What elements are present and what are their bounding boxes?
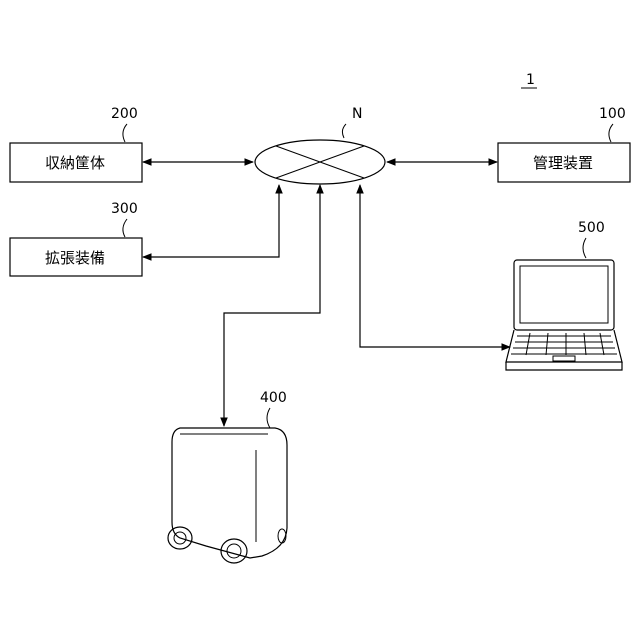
storage-enclosure: 収納筐体 200 — [10, 106, 142, 182]
laptop-ref: 500 — [578, 220, 605, 236]
robot-wheel-rear — [278, 529, 286, 543]
transport-robot: 400 — [168, 390, 287, 563]
expansion-leader — [123, 219, 127, 237]
laptop-touchpad — [553, 356, 575, 361]
network-label: N — [352, 106, 362, 122]
link-network-laptop — [360, 185, 510, 347]
expansion-ref: 300 — [111, 201, 138, 217]
management-device: 管理装置 100 — [498, 106, 630, 182]
network-leader — [342, 124, 346, 138]
laptop-leader — [583, 238, 586, 258]
manager-ref: 100 — [599, 106, 626, 122]
network-node: N — [255, 106, 385, 184]
figure-number: 1 — [526, 72, 535, 88]
robot-leader — [267, 408, 270, 428]
expansion-equipment: 拡張装備 300 — [10, 201, 142, 276]
manager-label: 管理装置 — [533, 154, 593, 172]
laptop-base-top — [506, 330, 622, 362]
robot-ref: 400 — [260, 390, 287, 406]
storage-label: 収納筐体 — [45, 154, 105, 172]
laptop-screen — [520, 266, 608, 323]
laptop-keyboard — [511, 333, 617, 355]
storage-ref: 200 — [111, 106, 138, 122]
laptop-base-front — [506, 362, 622, 370]
laptop-screen-frame — [514, 260, 614, 330]
manager-leader — [609, 124, 613, 142]
robot-body — [172, 428, 287, 558]
link-network-expansion — [143, 185, 279, 257]
expansion-label: 拡張装備 — [45, 249, 105, 267]
storage-leader — [123, 124, 127, 142]
robot-wheel-right-hub — [227, 544, 241, 558]
laptop-terminal: 500 — [506, 220, 622, 370]
